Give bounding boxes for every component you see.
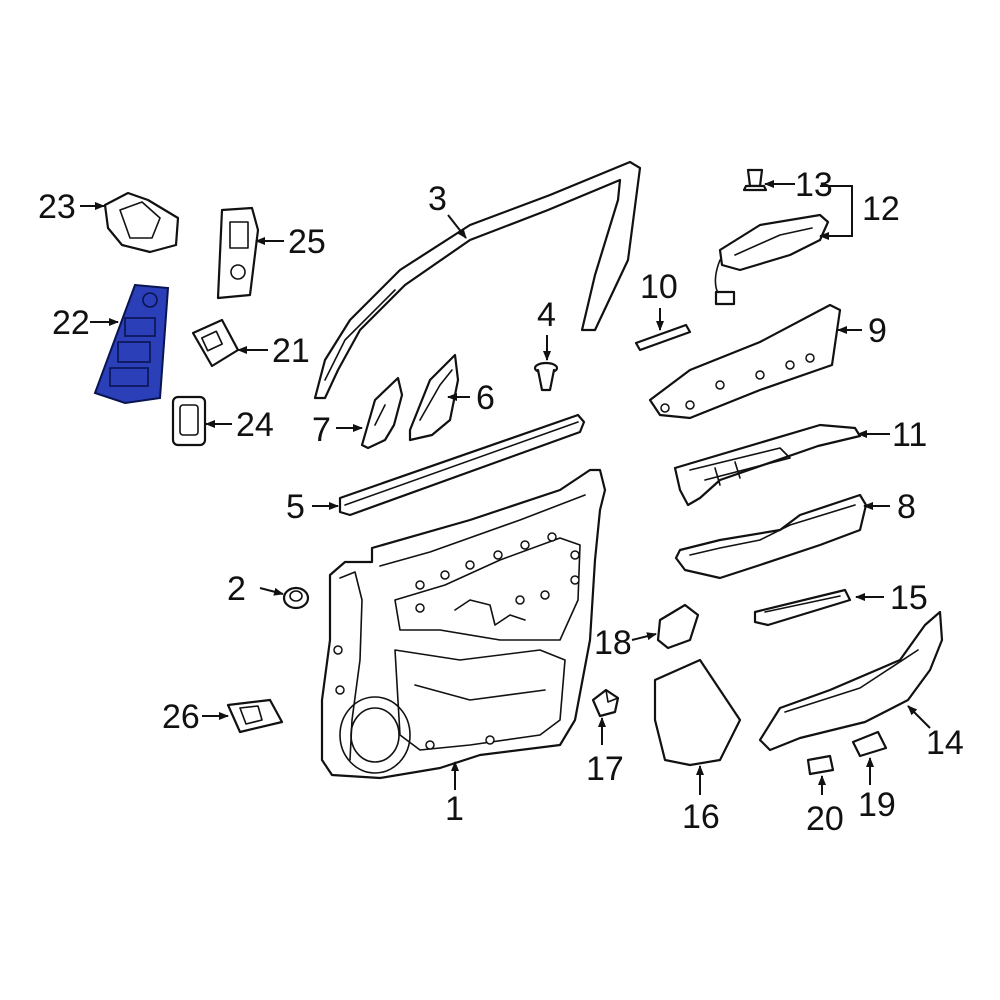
switch-21-part[interactable] (191, 318, 240, 368)
callout-15: 15 (890, 579, 928, 617)
speaker-cover-part[interactable] (653, 658, 742, 767)
callout-20: 20 (806, 800, 844, 838)
callout-24: 24 (236, 406, 274, 444)
callout-26: 26 (162, 698, 200, 736)
callout-23: 23 (38, 188, 76, 226)
callout-17: 17 (586, 750, 624, 788)
belt-strip-part[interactable] (338, 413, 586, 517)
cap-part-20[interactable] (806, 754, 835, 776)
clip-part[interactable] (282, 586, 310, 610)
callout-13: 13 (795, 166, 833, 204)
callout-8: 8 (897, 488, 916, 526)
button-24-part[interactable] (171, 395, 207, 447)
leader-lines (80, 180, 931, 795)
callout-7: 7 (312, 411, 331, 449)
callout-12: 12 (862, 190, 900, 228)
lower-pocket-trim-part[interactable] (758, 610, 944, 752)
armrest-part[interactable] (674, 493, 868, 580)
bracket-part[interactable] (656, 603, 700, 650)
pocket-strip-part[interactable] (753, 588, 852, 627)
callout-25: 25 (288, 223, 326, 261)
callout-6: 6 (476, 379, 495, 417)
callout-1: 1 (445, 790, 464, 828)
callout-19: 19 (858, 786, 896, 824)
callout-9: 9 (868, 312, 887, 350)
connector-part[interactable] (591, 688, 620, 718)
callout-16: 16 (682, 798, 720, 836)
inner-handle-part[interactable] (714, 213, 830, 306)
callout-11: 11 (892, 416, 927, 454)
window-switch-panel-highlighted-part[interactable] (93, 283, 170, 405)
callout-21: 21 (272, 332, 310, 370)
callout-5: 5 (286, 488, 305, 526)
mirror-trim-part[interactable] (360, 376, 404, 450)
callout-2: 2 (227, 570, 246, 608)
handle-trim-part[interactable] (673, 423, 862, 507)
switch-26-part[interactable] (226, 698, 284, 734)
callout-14: 14 (926, 724, 964, 762)
small-strip-part[interactable] (634, 323, 692, 352)
window-seal-part[interactable] (313, 160, 642, 400)
callout-labels: 1 2 3 4 5 6 7 8 9 10 11 12 13 14 15 16 1… (38, 166, 964, 838)
callout-3: 3 (428, 180, 447, 218)
bulb-part[interactable] (742, 168, 768, 192)
upper-trim-part[interactable] (648, 303, 842, 420)
callout-22: 22 (52, 304, 90, 342)
callout-4: 4 (537, 296, 556, 334)
switch-module-25-part[interactable] (216, 206, 260, 300)
rivet-part[interactable] (533, 361, 559, 392)
cap-part-19[interactable] (851, 730, 888, 758)
seat-switch-23-part[interactable] (103, 191, 180, 254)
callout-10: 10 (640, 268, 678, 306)
door-panel-part[interactable] (320, 468, 607, 780)
callout-18: 18 (594, 624, 632, 662)
